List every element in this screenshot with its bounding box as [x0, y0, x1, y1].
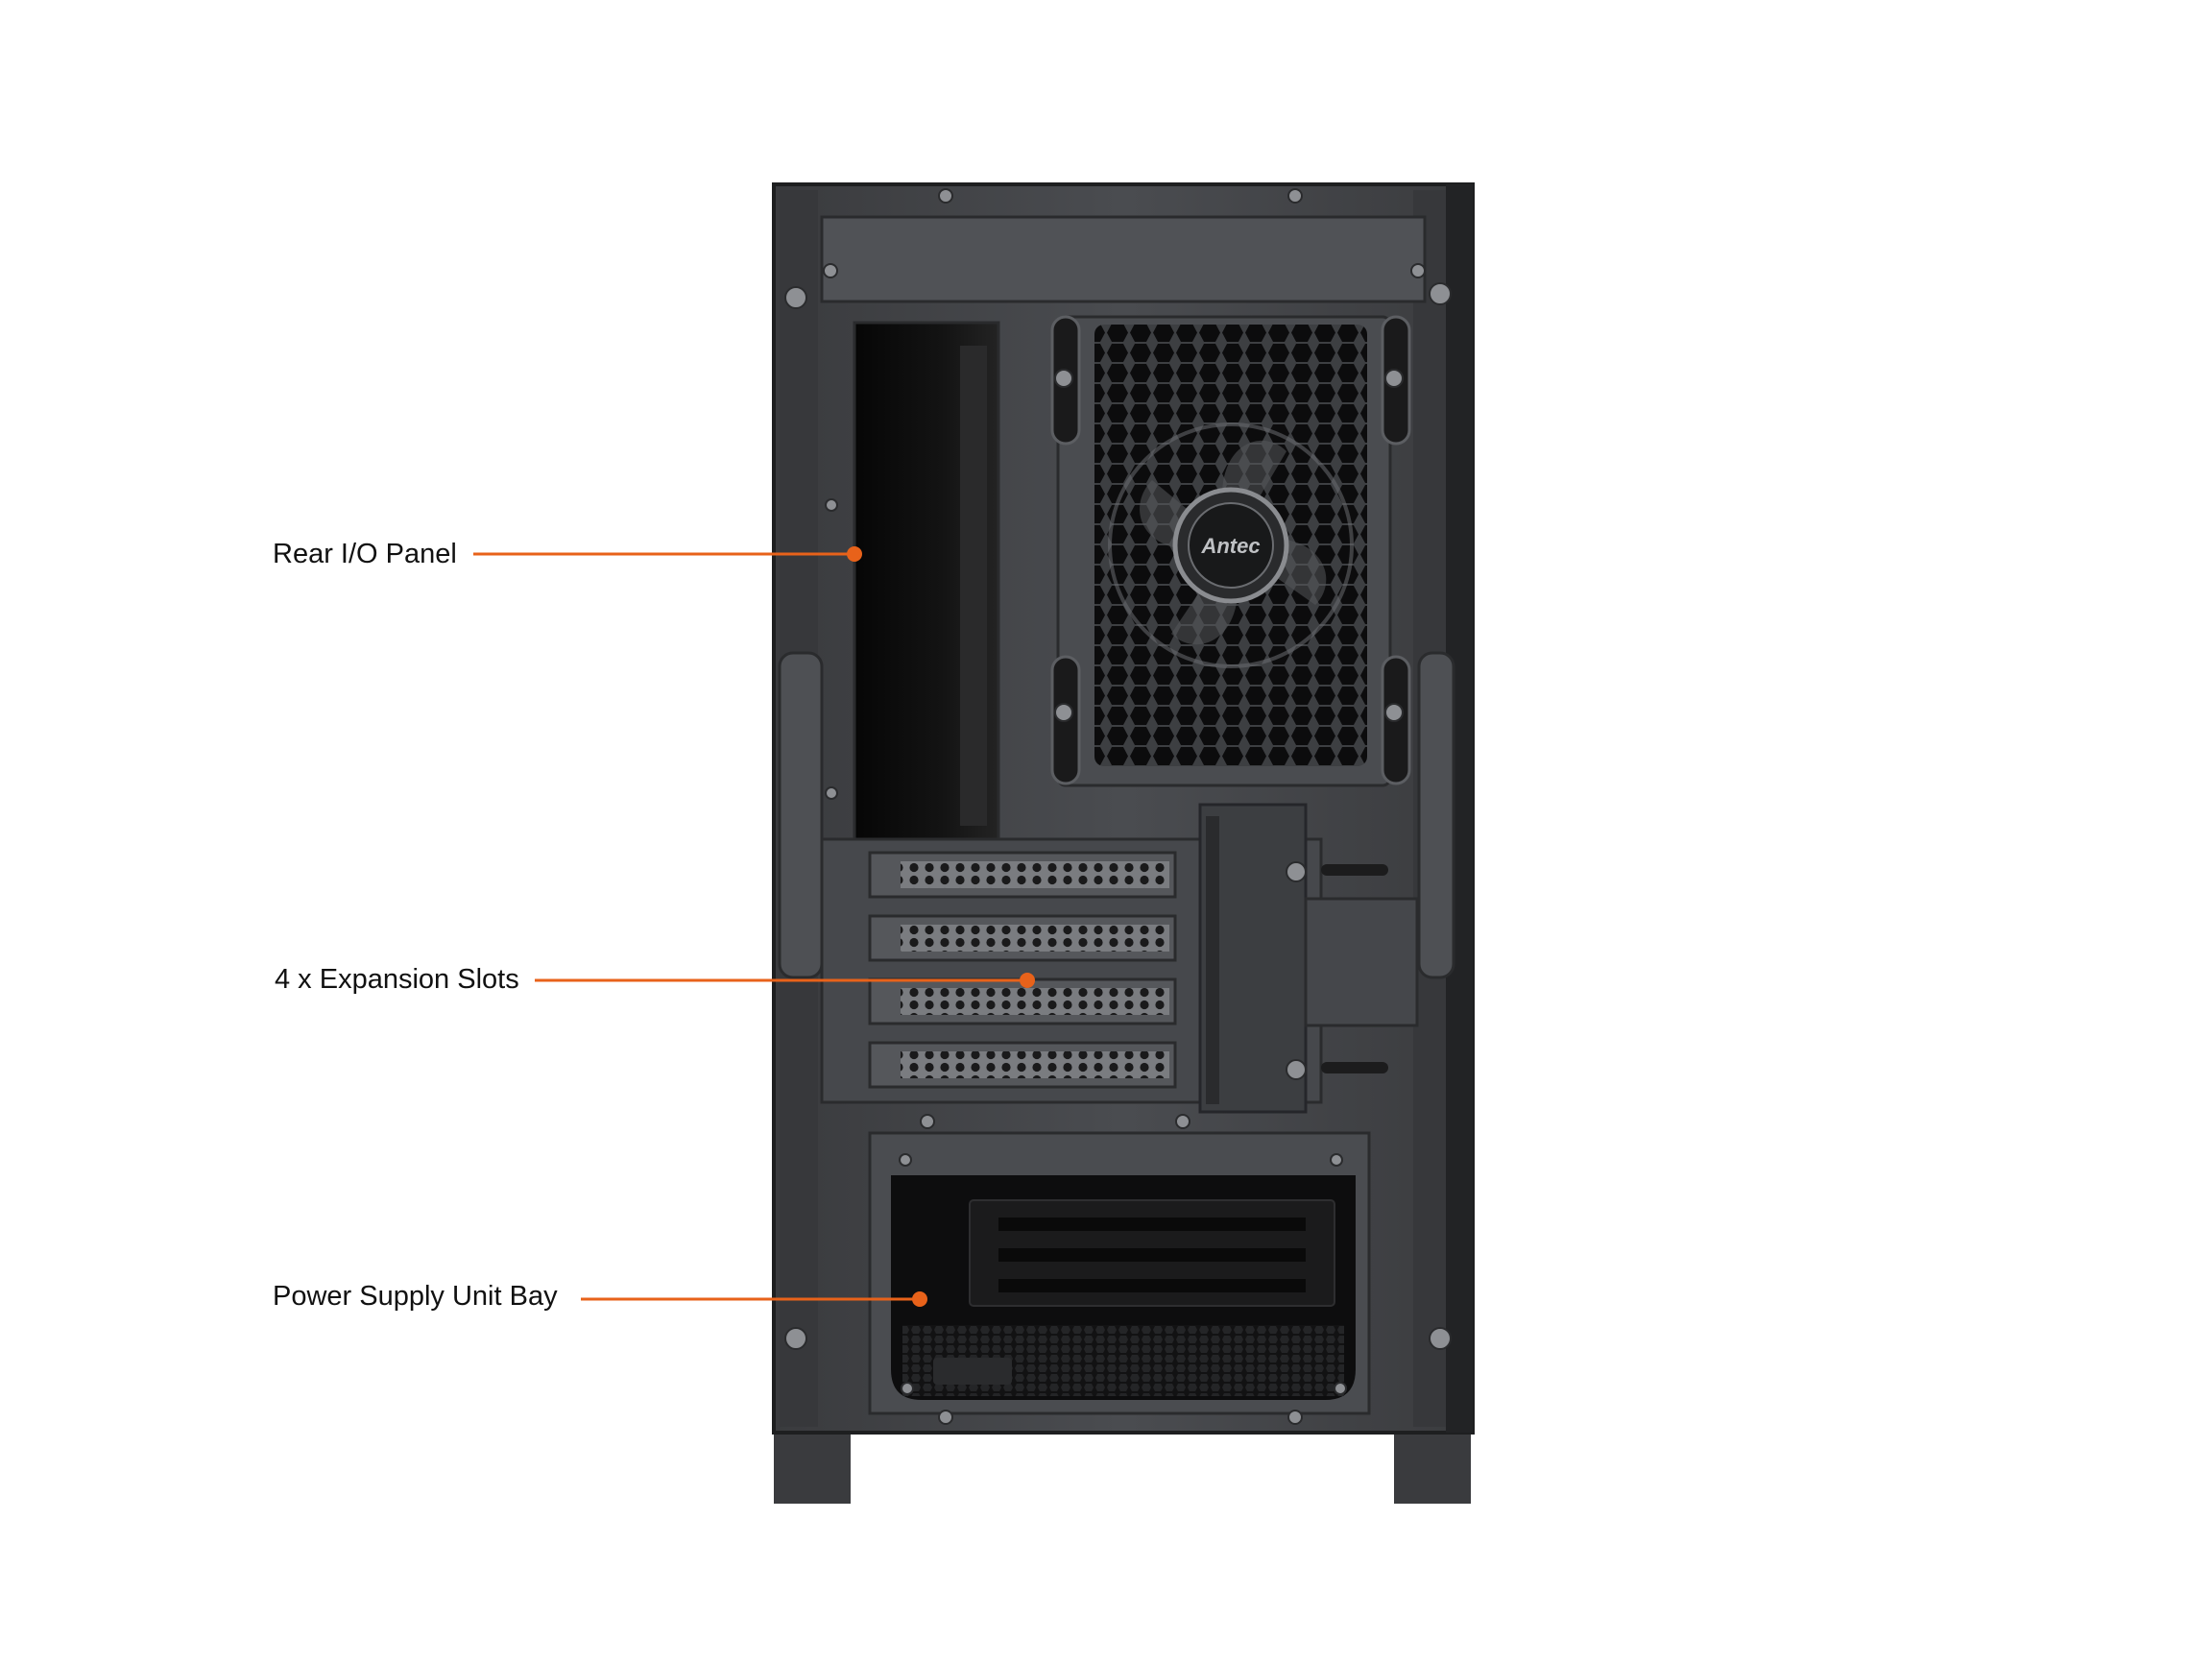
expansion-slot-covers: [868, 851, 1177, 1089]
slot-vent-1: [901, 861, 1169, 888]
case-foot-left: [774, 1431, 851, 1504]
slot-vent-2: [901, 925, 1169, 952]
case-foot-right: [1394, 1431, 1471, 1504]
callout-psu-bay-label: Power Supply Unit Bay: [273, 1281, 558, 1312]
slot-vent-3: [901, 988, 1169, 1015]
expansion-leader-dot: [1020, 973, 1035, 988]
side-plate: [1304, 897, 1419, 1027]
callout-rear-io-label: Rear I/O Panel: [273, 539, 457, 569]
thumb-slot-top: [1321, 864, 1388, 876]
callout-leaders: [473, 546, 1035, 1307]
brand-logo: Antec: [1200, 534, 1260, 558]
right-handle: [1417, 651, 1455, 979]
slot-vent-4: [901, 1051, 1169, 1078]
psu-leader-dot: [912, 1291, 927, 1307]
rear-io-leader-dot: [847, 546, 862, 562]
thumb-slot-bottom: [1321, 1062, 1388, 1073]
psu-connector: [933, 1358, 1012, 1385]
callout-expansion-slots-label: 4 x Expansion Slots: [275, 964, 519, 995]
io-inner-wall: [960, 346, 987, 826]
top-bracket: [820, 215, 1427, 303]
left-handle: [778, 651, 824, 979]
screw-icon: [784, 188, 1452, 1425]
